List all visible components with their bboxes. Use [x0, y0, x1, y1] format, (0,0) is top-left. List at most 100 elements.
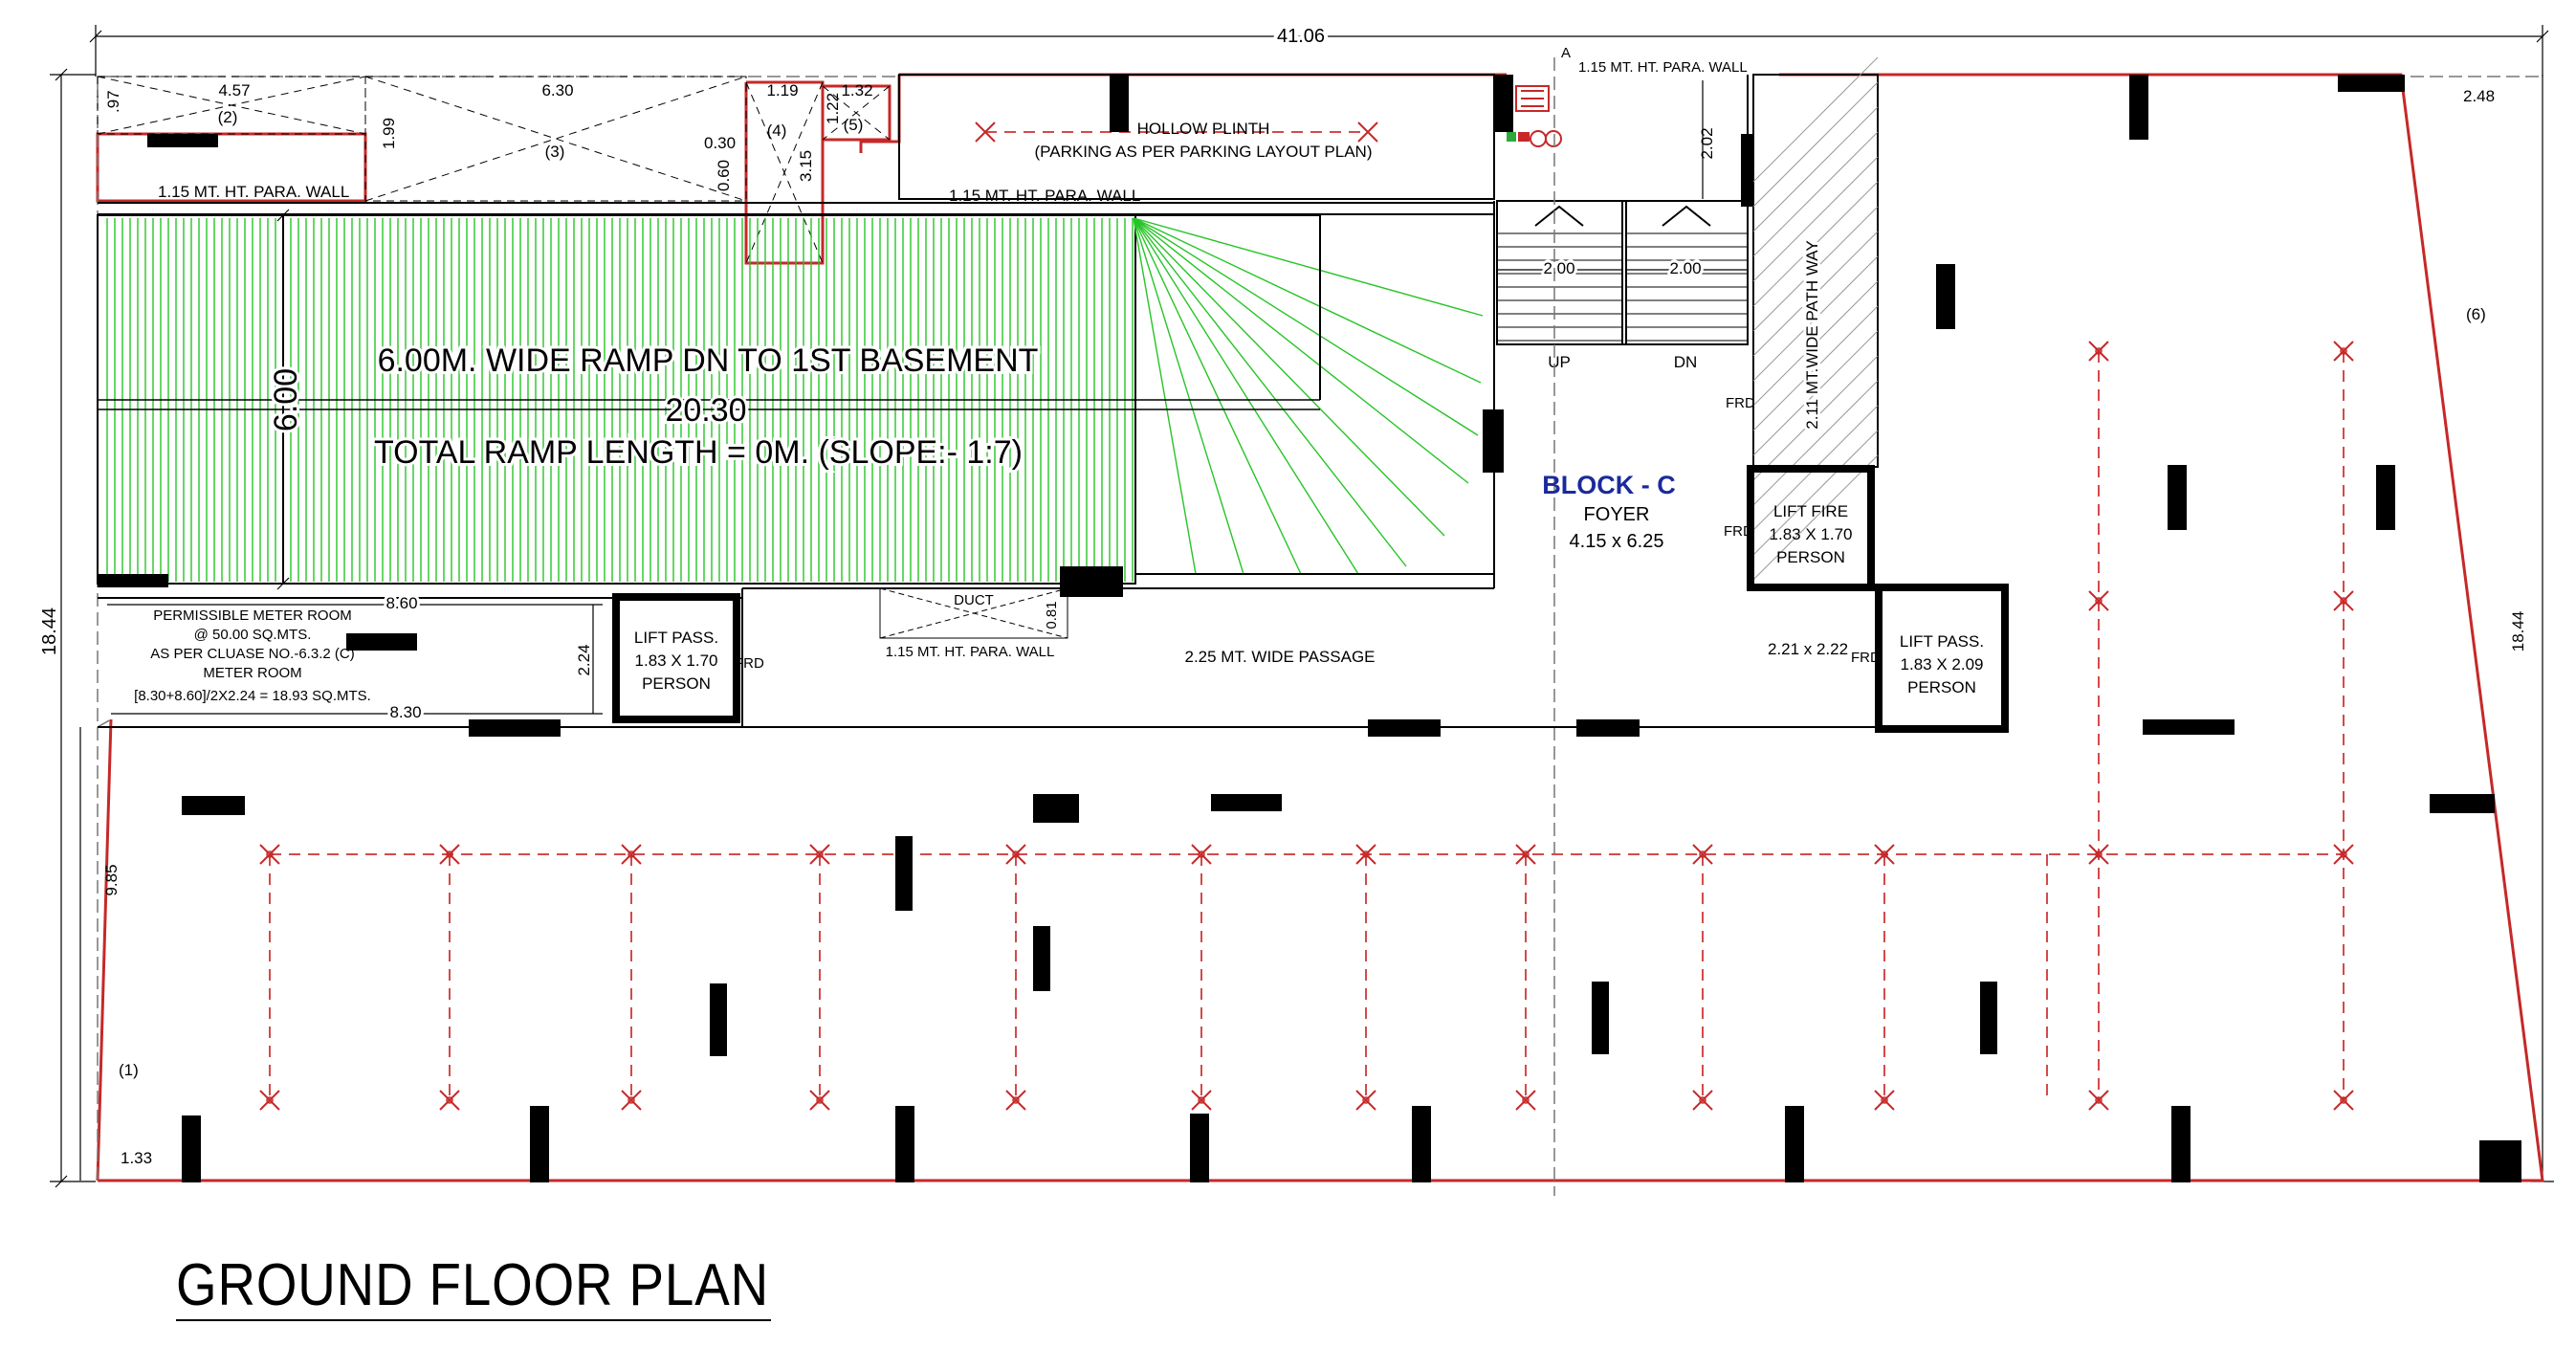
grid-node [439, 844, 460, 865]
grid-node [1515, 844, 1536, 865]
column [1033, 794, 1079, 823]
lift-fire-label-2: 1.83 X 1.70 [1770, 525, 1853, 543]
grid-node [446, 850, 453, 858]
dim-1-99: 1.99 [380, 118, 398, 149]
path-hatch-line [1752, 380, 1879, 506]
path-hatch-line [1752, 106, 1879, 232]
dim-0-30: 0.30 [704, 134, 736, 152]
frd-label-stair: FRD [1726, 395, 1755, 411]
grid-node [1362, 1096, 1370, 1104]
column [1936, 264, 1955, 329]
grid-node [1198, 1096, 1205, 1104]
ramp-fan-line [1133, 217, 1479, 436]
column [2338, 75, 2405, 92]
ramp-width-dim: 6.00 [268, 368, 304, 431]
lift-pass-left-label-1: LIFT PASS. [634, 629, 718, 647]
path-hatch-line [1752, 156, 1879, 282]
grid-node [2340, 850, 2347, 858]
top-setback-plots: 4.57 (2) .97 6.30 (3) 1.99 0.30 0.60 1.1… [97, 76, 891, 264]
path-hatch-line [1752, 81, 1879, 208]
frd-label-lift-fire: FRD [1724, 523, 1753, 540]
grid-node [1012, 1096, 1020, 1104]
column [1368, 719, 1441, 737]
path-hatch-line [1752, 330, 1879, 456]
ramp-fan-line [1133, 217, 1244, 575]
column [1033, 926, 1050, 991]
parking-note-label: (PARKING AS PER PARKING LAYOUT PLAN) [1035, 143, 1373, 161]
grid-node [1522, 850, 1530, 858]
grid-node [439, 1090, 460, 1111]
column [530, 1106, 549, 1182]
path-hatch-line [1752, 454, 1879, 581]
foyer-block: BLOCK - C FOYER 4.15 x 6.25 FRD LIFT FIR… [1542, 57, 2009, 1196]
path-hatch-line [1752, 206, 1879, 332]
grid-node [2333, 590, 2354, 611]
para-wall-top-label: 1.15 MT. HT. PARA. WALL [1578, 59, 1748, 76]
path-hatch-line [1752, 231, 1879, 357]
grid-node [1005, 844, 1026, 865]
overall-dimensions: 41.06 18.44 18.44 2.48 [39, 22, 2554, 1188]
structural-grid [259, 341, 2354, 1111]
column [1592, 982, 1609, 1054]
dim-8-30: 8.30 [389, 703, 421, 721]
grid-node [1874, 844, 1895, 865]
dim-0-60: 0.60 [715, 160, 733, 191]
grid-node [1522, 1096, 1530, 1104]
grid-node [809, 844, 830, 865]
ramp-fan-line [1133, 217, 1302, 575]
path-hatch-line [1752, 355, 1879, 481]
grid-node [816, 850, 824, 858]
path-hatch-line [1752, 305, 1879, 431]
grid-node [621, 1090, 642, 1111]
ramp-fan-line [1133, 217, 1445, 537]
column [1412, 1106, 1431, 1182]
frd-label-lift-pass-left: FRD [735, 655, 764, 672]
grid-node [2095, 347, 2103, 355]
grid-node [1874, 1090, 1895, 1111]
dim-2-48: 2.48 [2463, 87, 2495, 105]
grid-node [1881, 850, 1888, 858]
column [2430, 794, 2495, 813]
ramp-fan-line [1133, 217, 1469, 484]
path-hatch-line [1752, 430, 1879, 556]
dim-1-33: 1.33 [121, 1149, 152, 1167]
dim-1-32: 1.32 [841, 81, 872, 99]
grid-node [266, 850, 274, 858]
columns [147, 75, 2521, 1182]
dim-6-30: 6.30 [541, 81, 573, 99]
meter-room-label-3: AS PER CLUASE NO.-6.3.2 (C) [150, 646, 354, 662]
column [469, 719, 561, 737]
grid-node [816, 1096, 824, 1104]
dim-2-24: 2.24 [575, 644, 593, 675]
lift-pass-left-label-3: PERSON [642, 674, 711, 693]
stair-dn-label: DN [1674, 353, 1698, 371]
fire-equipment-icon [1507, 85, 1562, 147]
grid-node [1012, 850, 1020, 858]
grid-node [2333, 844, 2354, 865]
path-hatch-line [1752, 131, 1879, 257]
meter-room-label-1: PERMISSIBLE METER ROOM [153, 607, 352, 624]
meter-room-label-5: [8.30+8.60]/2X2.24 = 18.93 SQ.MTS. [134, 688, 371, 704]
title-block: GROUND FLOOR PLAN [176, 1252, 771, 1321]
grid-node [1355, 1090, 1376, 1111]
grid-node [1692, 1090, 1713, 1111]
dim-1-22: 1.22 [824, 93, 842, 124]
plot-mark-2: (2) [218, 108, 238, 126]
grid-node [1362, 850, 1370, 858]
grid-node [2333, 341, 2354, 362]
column [182, 796, 245, 815]
overall-width-dim: 41.06 [1277, 26, 1325, 47]
column [2171, 1106, 2191, 1182]
grid-node [2095, 850, 2103, 858]
para-wall-left-label: 1.15 MT. HT. PARA. WALL [158, 183, 349, 201]
path-hatch-line [1752, 56, 1879, 183]
column [1980, 982, 1997, 1054]
column [182, 1115, 201, 1182]
passage-zone: 2.25 MT. WIDE PASSAGE DUCT 0.81 1.15 MT.… [98, 587, 1879, 728]
path-hatch-line [1752, 255, 1879, 382]
grid-node [1198, 850, 1205, 858]
grid-node [1699, 1096, 1706, 1104]
plot-mark-3: (3) [545, 143, 565, 161]
grid-node [2088, 590, 2109, 611]
grid-node [2088, 1090, 2109, 1111]
